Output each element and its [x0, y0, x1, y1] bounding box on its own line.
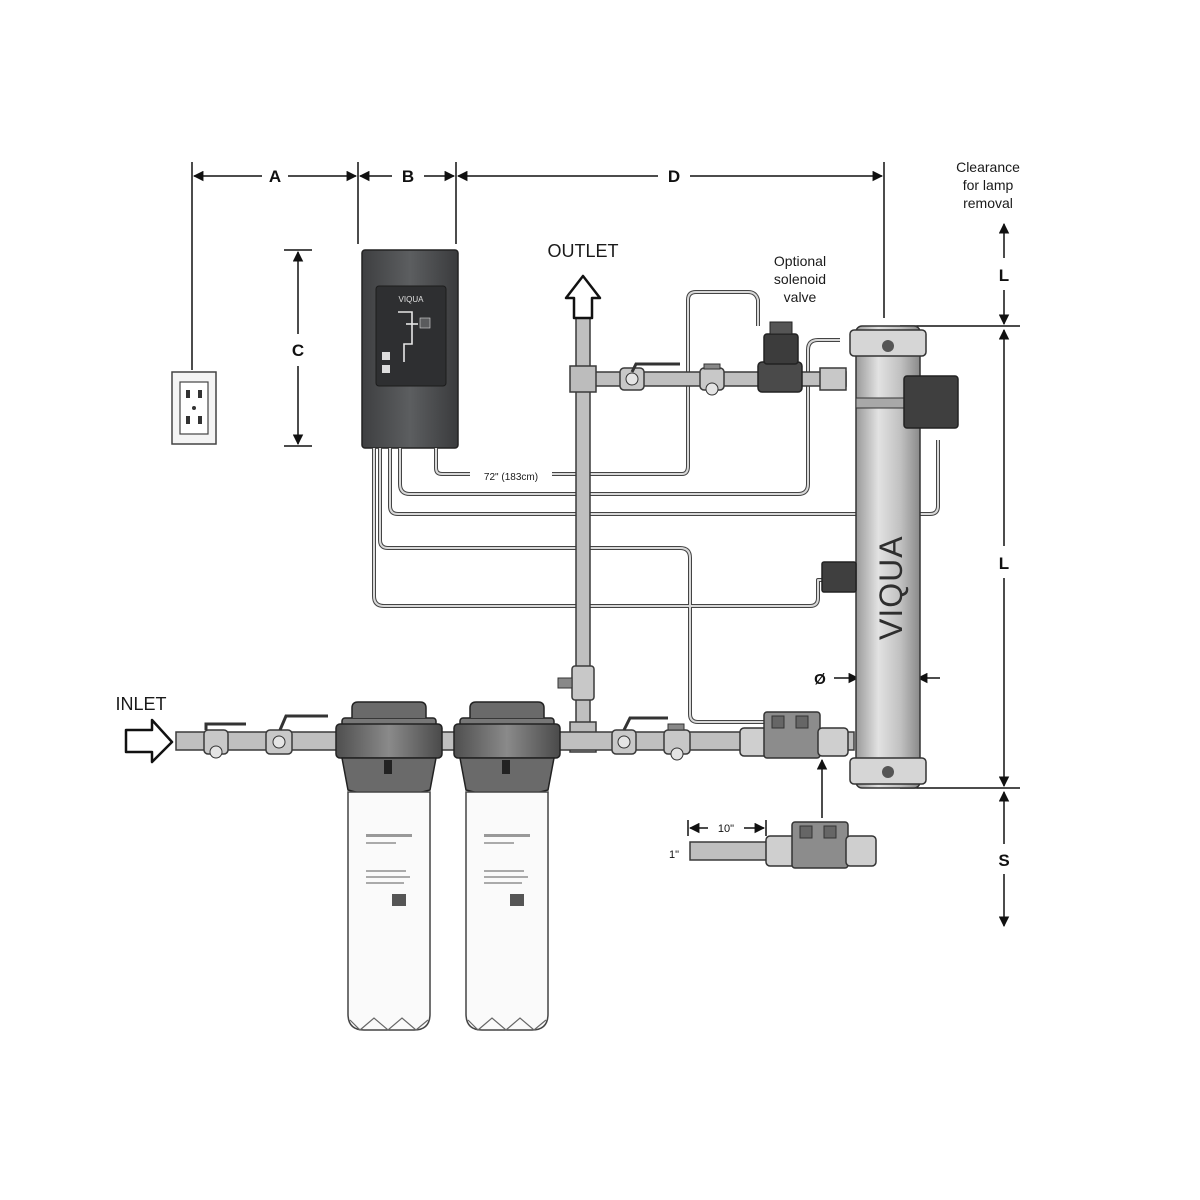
controller-button-1: [382, 352, 390, 360]
outlet-label: OUTLET: [547, 241, 618, 261]
outlet-sample-valve: [699, 363, 725, 396]
mid-ball-valve: [611, 716, 668, 755]
controller-button-2: [382, 365, 390, 373]
dim-b-label: B: [402, 167, 414, 186]
uv-sensor: [821, 561, 857, 593]
clearance-label-line2: for lamp: [963, 177, 1014, 193]
sensor-detail: [689, 821, 877, 869]
solenoid-label-line1: Optional: [774, 253, 826, 269]
clearance-label-line1: Clearance: [956, 159, 1020, 175]
inlet-arrow: [124, 718, 174, 764]
filter-housing-2: [453, 701, 561, 1031]
inlet-ball-valve: [265, 714, 328, 755]
solenoid-valve: [757, 321, 847, 393]
ballast-box: [903, 375, 959, 429]
solenoid-label-line2: solenoid: [774, 271, 826, 287]
dim-s-label: S: [998, 851, 1009, 870]
cord-length-label: 72" (183cm): [484, 472, 538, 483]
dim-diameter-label: Ø: [814, 671, 826, 688]
controller-display-icon: [398, 311, 418, 362]
wall-outlet: [171, 371, 217, 445]
pipe-size-label: 1": [669, 849, 679, 861]
controller-wires-highlight: [373, 291, 939, 723]
flow-sensor: [739, 711, 849, 759]
inlet-drain-valve: [203, 722, 246, 759]
clearance-label-line3: removal: [963, 195, 1013, 211]
outlet-arrow: [564, 274, 602, 320]
filter-housing-1: [335, 701, 443, 1031]
controller-logo: VIQUA: [399, 295, 425, 304]
dim-l-top-label: L: [999, 266, 1009, 285]
dimension-lines: [191, 162, 1020, 928]
dim-a-label: A: [269, 167, 281, 186]
dim-l-main-label: L: [999, 554, 1009, 573]
sensor-length-label: 10": [718, 823, 734, 835]
dim-c-label: C: [292, 341, 304, 360]
dim-d-label: D: [668, 167, 680, 186]
controller-unit: VIQUA 72" (183cm): [361, 249, 940, 724]
outlet-ball-valve: [619, 362, 680, 391]
solenoid-label-line3: valve: [784, 289, 817, 305]
uv-reactor: VIQUA: [821, 325, 959, 789]
reactor-logo: VIQUA: [873, 535, 909, 640]
mid-sample-valve: [663, 723, 691, 761]
inlet-label: INLET: [115, 694, 166, 714]
